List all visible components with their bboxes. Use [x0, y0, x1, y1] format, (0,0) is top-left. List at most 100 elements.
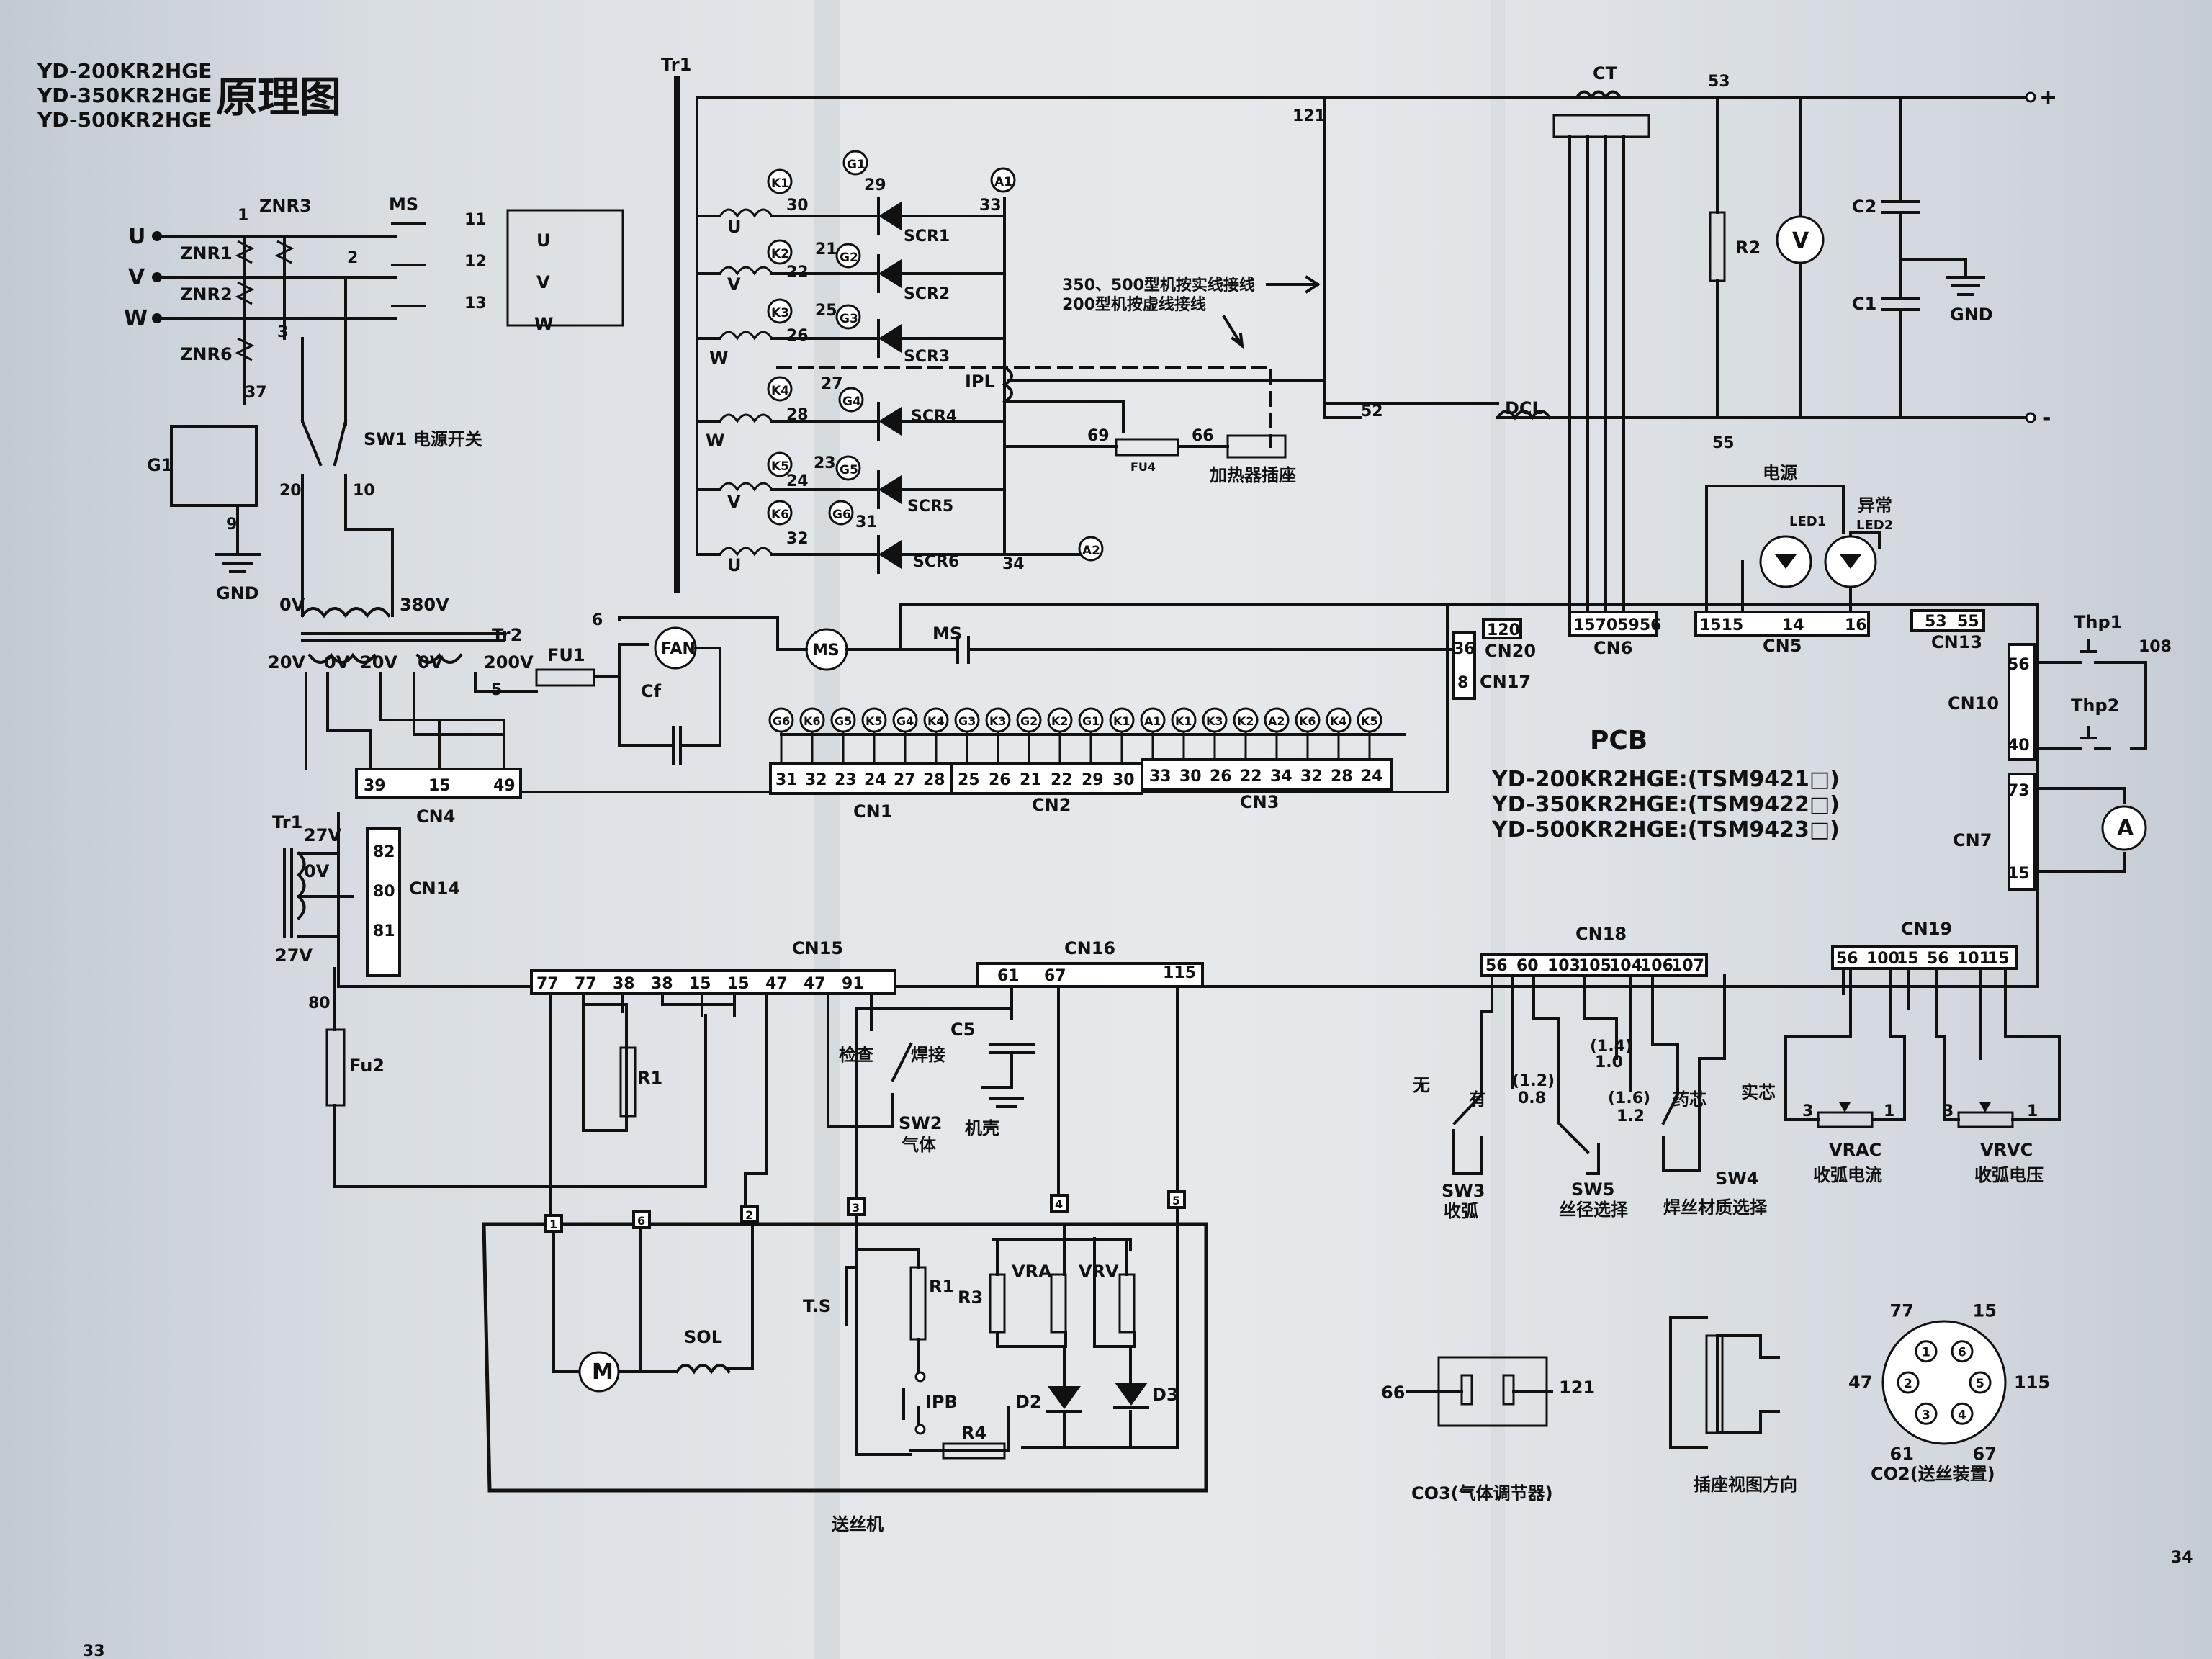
- vrac-pin-3: 3: [1802, 1102, 1813, 1120]
- tr2-output-leads: [305, 672, 538, 775]
- heater-label: 加热器插座: [1210, 465, 1296, 485]
- d2-label: D2: [1015, 1392, 1042, 1412]
- term-4: [1050, 1194, 1069, 1213]
- fan-label: FAN: [661, 640, 696, 658]
- r1b-resistor: [909, 1266, 927, 1341]
- cn1-pin-3: 24: [864, 771, 886, 789]
- plug-caption: 插座视图方向: [1694, 1475, 1797, 1495]
- term-1-label: 1: [549, 1218, 557, 1231]
- dc-output: CT 53 55 R2 V C2 C1 GND DCL + -: [1323, 63, 2057, 613]
- co2-pin-num-0: 1: [1922, 1346, 1930, 1360]
- cn3-connector: [1141, 758, 1393, 791]
- cn15-pin-0: 77: [536, 975, 559, 993]
- cn3-pin-7: 24: [1361, 768, 1383, 786]
- vrvc-pin-3: 3: [1943, 1102, 1954, 1120]
- node-3: 3: [277, 323, 288, 341]
- plug-outline: [1669, 1316, 1780, 1449]
- cn13-connector: [1910, 609, 1985, 632]
- node-66: 66: [1192, 427, 1214, 445]
- heater-socket: [1226, 434, 1287, 459]
- d3-label: D3: [1152, 1385, 1179, 1405]
- cn18-pin-6: 107: [1671, 957, 1704, 975]
- cn2-pin-4: 29: [1082, 771, 1104, 789]
- motor-wiring: [552, 1220, 754, 1373]
- vrac-desc: 收弧电流: [1813, 1165, 1882, 1185]
- node-2: 2: [347, 249, 358, 267]
- gate-marker-label-10: G1: [1082, 714, 1100, 728]
- vra-pot: [1050, 1273, 1067, 1334]
- scr3-label: SCR3: [904, 348, 950, 366]
- cn2-pin-1: 26: [989, 771, 1011, 789]
- tr1-low-label: Tr1: [272, 812, 302, 832]
- cn13-pin-53: 53: [1925, 613, 1947, 631]
- r2-label: R2: [1735, 238, 1761, 258]
- r4-label: R4: [961, 1423, 986, 1443]
- cn15-label: CN15: [792, 938, 843, 958]
- weld-label: 焊接: [911, 1045, 945, 1065]
- cn14-connector: [366, 827, 401, 977]
- node-12: 12: [464, 253, 487, 271]
- cn10-label: CN10: [1948, 693, 1999, 714]
- model-line-3: YD-500KR2HGE: [37, 108, 212, 132]
- cn3-pin-2: 26: [1210, 768, 1232, 786]
- thp1-label: Thp1: [2074, 612, 2122, 632]
- fu2-label: Fu2: [349, 1056, 385, 1076]
- cn6-label: CN6: [1593, 638, 1632, 658]
- led-glyphs: [1775, 554, 1861, 569]
- k6-marker: [767, 500, 793, 526]
- pot-wiring-cn19: [1784, 967, 2061, 1121]
- cn15-pin-2: 38: [613, 975, 635, 993]
- sw5-v16: (1.6): [1608, 1089, 1650, 1107]
- sw5-label: SW5: [1571, 1179, 1614, 1200]
- cn1-pin-1: 32: [805, 771, 827, 789]
- fu2-leads: [333, 967, 707, 1188]
- cn5-pin-1: 1515: [1699, 616, 1743, 634]
- tap-27v-bottom: 27V: [275, 945, 313, 966]
- co2-pin-num-2: 2: [1904, 1377, 1912, 1391]
- k1-text: K1: [771, 176, 789, 191]
- k6-text: K6: [771, 508, 789, 522]
- fu4-fuse: [1115, 438, 1179, 457]
- node-55: 55: [1712, 434, 1735, 452]
- cn10-connector: [2008, 643, 2036, 761]
- cn19-pin-1: 100: [1866, 950, 1899, 968]
- gate-marker-label-15: K2: [1237, 714, 1254, 728]
- fu4-label: FU4: [1130, 460, 1156, 474]
- pcb: PCB YD-200KR2HGE:(TSM9421□) YD-350KR2HGE…: [272, 463, 2172, 1188]
- gate-marker-label-0: G6: [773, 714, 790, 728]
- cn18-pin-3: 105: [1578, 957, 1611, 975]
- cn4-pin-39: 39: [364, 777, 386, 795]
- r4-resistor: [942, 1442, 1006, 1460]
- page-number-right: 34: [2171, 1549, 2193, 1567]
- ammeter-label: A: [2117, 816, 2134, 841]
- cn19-pin-4: 101: [1957, 950, 1990, 968]
- ipb-contact-top: [914, 1371, 926, 1382]
- phase-v-label: V: [128, 265, 145, 290]
- pcb-variant-1: YD-200KR2HGE:(TSM9421□): [1491, 767, 1840, 792]
- capacitors: [1881, 96, 1920, 419]
- cn4-connector: [355, 768, 522, 799]
- cn1-pin-4: 27: [894, 771, 916, 789]
- node-108: 108: [2139, 638, 2172, 656]
- pcb-label: PCB: [1590, 726, 1647, 755]
- ct-label: CT: [1593, 63, 1618, 84]
- ct-coil: [1575, 90, 1622, 100]
- g3-marker: [835, 304, 861, 330]
- note-arrow-1: [1266, 275, 1321, 294]
- winding-2-phase: V: [727, 274, 741, 295]
- ipl-wiring: [1003, 96, 1362, 433]
- ct-leads: [1568, 135, 1625, 613]
- cn20-connector: [1482, 618, 1522, 639]
- k1-num: 30: [786, 197, 809, 215]
- g2-marker: [835, 243, 861, 269]
- thp2-label: Thp2: [2071, 696, 2119, 716]
- cn15-pin-1: 77: [575, 975, 597, 993]
- co2-pin-2: [1897, 1371, 1920, 1394]
- ms-coil-lines: [776, 616, 959, 651]
- vrvc-label: VRVC: [1980, 1140, 2033, 1160]
- node-69: 69: [1087, 427, 1110, 445]
- znr3-label: ZNR3: [259, 196, 312, 216]
- plus-label: +: [2039, 85, 2057, 110]
